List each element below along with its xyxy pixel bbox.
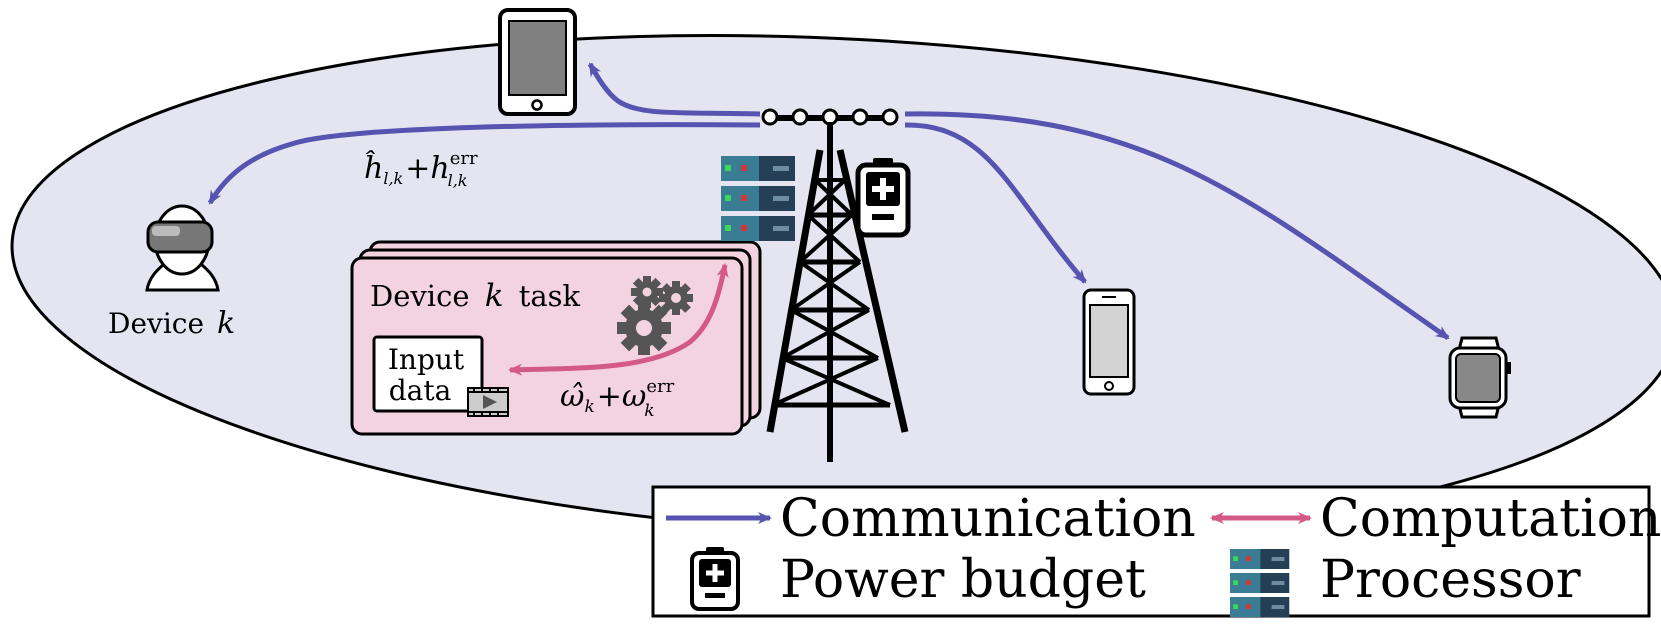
antenna-tower-icon: [761, 108, 909, 462]
link-to-phone: [904, 122, 1087, 284]
input-data-box: [372, 335, 484, 413]
link-to-tablet: [587, 62, 761, 117]
task-title: Device k task: [370, 278, 581, 314]
device-k-label: Device k: [108, 306, 235, 341]
smartwatch-icon: [1448, 336, 1511, 419]
legend-battery-icon: [690, 547, 740, 611]
server-rack-icon: [721, 156, 795, 241]
computation-arrow: [508, 263, 729, 376]
legend-box: [651, 485, 1651, 618]
legend-computation-label: Computation: [1320, 489, 1661, 549]
video-file-icon: [467, 387, 509, 417]
battery-icon: [855, 158, 911, 238]
link-to-vr: [207, 122, 761, 205]
legend-processor-label: Processor: [1320, 550, 1581, 610]
smartphone-icon: [1082, 288, 1136, 396]
input-data-line2: data: [389, 374, 452, 407]
communication-links: [207, 62, 1450, 341]
legend: Communication Computation Power budget P…: [651, 485, 1661, 618]
tablet-icon: [498, 8, 577, 116]
legend-power-budget-label: Power budget: [780, 550, 1146, 610]
vr-headset-user-icon: [145, 204, 220, 292]
legend-server-rack-icon: [1230, 549, 1290, 617]
input-data-line1: Input: [388, 343, 465, 376]
link-to-watch: [904, 111, 1450, 341]
legend-communication-label: Communication: [780, 489, 1196, 549]
